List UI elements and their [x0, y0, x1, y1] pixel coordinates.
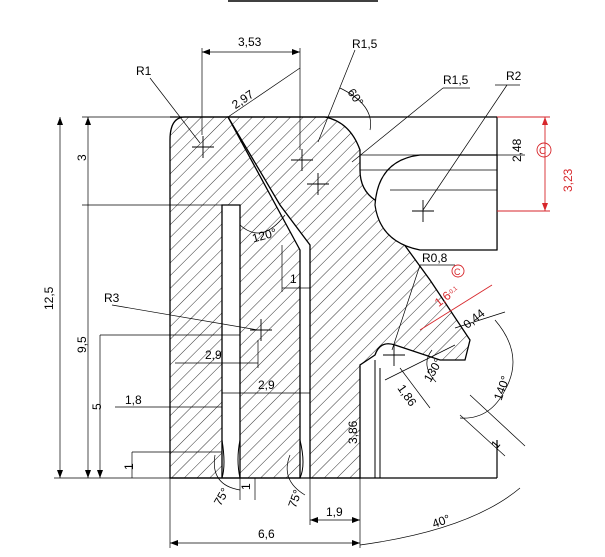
dim-6-6: 6,6 [258, 527, 275, 541]
dim-3: 3 [75, 154, 89, 161]
dim-40-deg: 40° [430, 512, 452, 531]
arrow-heads [57, 49, 360, 546]
dimension-lines [54, 48, 526, 548]
dim-140-deg: 140° [491, 374, 513, 402]
dim-60-deg: 60° [345, 86, 367, 109]
dim-r2: R2 [506, 69, 522, 83]
center-marks [192, 136, 434, 366]
dim-r3: R3 [104, 291, 120, 305]
dim-1-6-tolerance: -0,1 [447, 285, 459, 297]
dim-1-left: 1 [122, 463, 136, 470]
dim-3-86: 3,86 [346, 420, 360, 444]
dim-2-48: 2,48 [510, 138, 524, 162]
dim-9-5: 9,5 [75, 336, 89, 353]
dim-0-44: 0,44 [460, 306, 487, 332]
dim-r1-5-mid: R1,5 [443, 73, 469, 87]
dim-75-deg-right: 75° [285, 488, 304, 510]
c-marker-1: C [539, 146, 546, 157]
dim-1-bottom: 1 [239, 483, 253, 490]
dim-1-right: 1 [488, 437, 503, 451]
dim-120-deg: 120° [251, 225, 279, 245]
dim-r0-8: R0,8 [422, 251, 448, 265]
dim-3-53: 3,53 [238, 35, 262, 49]
dim-1-9: 1,9 [326, 505, 343, 519]
red-dimensions [419, 116, 552, 331]
slot-features [221, 205, 304, 479]
dim-r1-5-top: R1,5 [352, 37, 378, 51]
dim-1-86: 1,86 [395, 382, 420, 409]
r2-cutout [374, 154, 498, 251]
dim-1-inner: 1 [290, 272, 297, 286]
dim-5: 5 [90, 403, 104, 410]
right-groove [374, 360, 381, 478]
dim-75-deg-left: 75° [211, 485, 232, 508]
c-marker-2: C [454, 267, 461, 277]
dim-12-5: 12,5 [42, 286, 56, 310]
red-arrow-heads [542, 117, 548, 211]
dim-2-9-lower: 2,9 [258, 378, 275, 392]
dim-1-8: 1,8 [125, 393, 142, 407]
dim-r1: R1 [136, 64, 152, 78]
dim-2-9-upper: 2,9 [205, 348, 222, 362]
dim-3-23: 3,23 [561, 168, 575, 192]
dim-2-97: 2,97 [229, 87, 256, 112]
